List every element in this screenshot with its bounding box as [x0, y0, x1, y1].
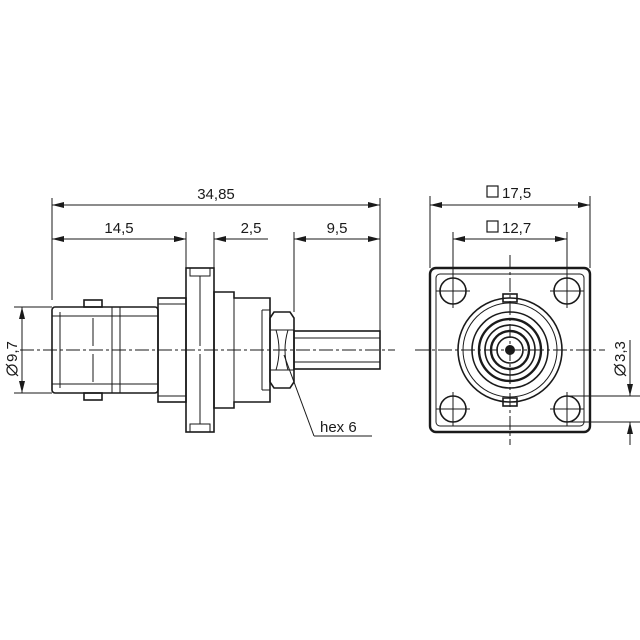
dim-overall-length: 34,85 [197, 186, 235, 203]
bayonet-stud-front-top [502, 293, 518, 303]
center-contact [505, 345, 515, 355]
flange-square [428, 266, 592, 434]
dim-rear-length: 14,5 [104, 220, 133, 237]
front-body [213, 291, 271, 409]
side-view: 34,85 14,5 2,5 9,5 9,7 hex 6 [4, 186, 395, 437]
dim-flange-thickness: 2,5 [241, 220, 262, 237]
dim-hole-spacing: 12,7 [502, 220, 531, 237]
dim-hole-diameter: 3,3 [612, 341, 629, 362]
bayonet-stud-front-bottom [502, 397, 518, 407]
center-pin [293, 330, 381, 370]
diameter-symbol [6, 364, 18, 376]
hex-callout: hex 6 [320, 419, 357, 436]
square-symbol [486, 185, 499, 198]
diameter-symbol-2 [614, 364, 626, 376]
dim-diameter: 9,7 [4, 341, 21, 362]
hex-leader-line [283, 354, 315, 437]
front-view: 17,5 12,7 3,3 [415, 185, 640, 445]
dim-pin-length: 9,5 [327, 220, 348, 237]
dim-flange-square: 17,5 [502, 185, 531, 202]
bayonet-stud-bottom [83, 392, 103, 401]
square-symbol-2 [486, 220, 499, 233]
mounting-holes [436, 274, 584, 426]
bnc-face [457, 293, 563, 407]
bayonet-stud-top [83, 299, 103, 308]
